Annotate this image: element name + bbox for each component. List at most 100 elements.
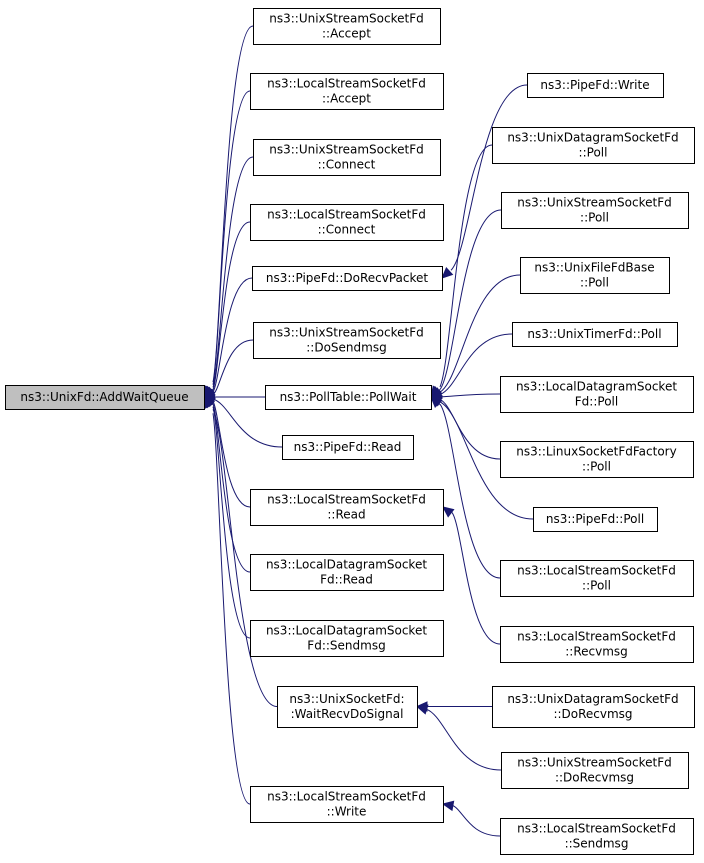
node-label: ns3::UnixStreamSocketFd (269, 326, 424, 340)
node-box (500, 626, 694, 663)
node-label: ns3::UnixStreamSocketFd (517, 756, 672, 770)
edge-ussf-connect-to-root (212, 156, 254, 388)
edge-utfd-poll-to-polltable-pollwait (439, 333, 513, 395)
node-ussf-poll[interactable]: ns3::UnixStreamSocketFd::Poll (501, 192, 689, 229)
node-utfd-poll[interactable]: ns3::UnixTimerFd::Poll (512, 322, 678, 347)
node-label: ns3::UnixTimerFd::Poll (527, 327, 661, 341)
node-label: ns3::PipeFd::Poll (546, 512, 644, 526)
node-label: ns3::PipeFd::DoRecvPacket (266, 271, 429, 285)
node-label: ::DoSendmsg (306, 341, 386, 355)
edge-ldsf-sendmsg-to-root (212, 406, 251, 639)
node-lssf-connect[interactable]: ns3::LocalStreamSocketFd::Connect (250, 204, 444, 241)
node-lssf-read[interactable]: ns3::LocalStreamSocketFd::Read (250, 489, 444, 526)
node-polltable-pollwait[interactable]: ns3::PollTable::PollWait (265, 385, 432, 410)
edge-lssf-sendmsg-to-lssf-write (451, 804, 501, 837)
node-udsf-dorecvmsg[interactable]: ns3::UnixDatagramSocketFd::DoRecvmsg (492, 686, 695, 728)
node-box (527, 73, 664, 98)
node-box (253, 322, 441, 359)
node-label: ns3::UnixFileFdBase (534, 261, 654, 275)
node-label: Fd::Sendmsg (307, 639, 385, 653)
node-label: ns3::UnixSocketFd: (289, 692, 404, 706)
node-label: ::Write (327, 805, 367, 819)
edge-ldsf-poll-to-polltable-pollwait (439, 393, 501, 398)
node-pipe-write[interactable]: ns3::PipeFd::Write (527, 73, 664, 98)
node-label: ns3::PollTable::PollWait (280, 390, 417, 404)
node-label: ns3::LocalStreamSocketFd (517, 822, 676, 836)
node-box (250, 73, 444, 110)
node-label: ::Recvmsg (565, 645, 628, 659)
node-ussf-dosendmsg[interactable]: ns3::UnixStreamSocketFd::DoSendmsg (253, 322, 441, 359)
node-box (500, 818, 694, 855)
node-box (250, 554, 444, 591)
edge-lssf-recvmsg-to-lssf-read (451, 512, 501, 645)
node-box (492, 127, 695, 164)
node-box (253, 8, 441, 45)
node-label: ns3::LocalDatagramSocket (516, 380, 677, 394)
node-ussf-accept[interactable]: ns3::UnixStreamSocketFd::Accept (253, 8, 441, 45)
node-label: ns3::LocalStreamSocketFd (267, 77, 426, 91)
node-label: ns3::LocalDatagramSocket (266, 558, 427, 572)
node-label: ::Sendmsg (565, 837, 629, 851)
arrowhead (415, 704, 429, 715)
node-lssf-write[interactable]: ns3::LocalStreamSocketFd::Write (250, 786, 444, 823)
node-box (250, 204, 444, 241)
node-label: ns3::UnixStreamSocketFd (517, 196, 672, 210)
node-label: ns3::UnixDatagramSocketFd (507, 692, 678, 706)
node-label: ::Poll (580, 211, 609, 225)
edge-ussf-poll-to-polltable-pollwait (439, 209, 502, 390)
node-box (282, 435, 414, 460)
node-box (520, 257, 670, 294)
node-box (501, 752, 689, 789)
node-pipe-dorecv[interactable]: ns3::PipeFd::DoRecvPacket (252, 266, 443, 291)
node-box (265, 385, 432, 410)
node-label: ns3::LinuxSocketFdFactory (516, 445, 676, 459)
edge-lssf-poll-to-polltable-pollwait (439, 403, 501, 579)
edge-udsf-poll-to-polltable-pollwait (439, 144, 493, 388)
node-box (250, 620, 444, 657)
node-label: ::Read (327, 508, 365, 522)
node-lssf-sendmsg[interactable]: ns3::LocalStreamSocketFd::Sendmsg (500, 818, 694, 855)
node-ussf-connect[interactable]: ns3::UnixStreamSocketFd::Connect (253, 139, 441, 176)
node-label: :WaitRecvDoSignal (291, 707, 404, 721)
node-udsf-poll[interactable]: ns3::UnixDatagramSocketFd::Poll (492, 127, 695, 164)
node-label: ::DoRecvmsg (555, 771, 634, 785)
node-label: Fd::Read (320, 573, 373, 587)
node-box (277, 686, 418, 728)
edge-lssf-read-to-root (212, 401, 251, 508)
edge-pipe-poll-to-polltable-pollwait (439, 401, 534, 520)
node-lssf-recvmsg[interactable]: ns3::LocalStreamSocketFd::Recvmsg (500, 626, 694, 663)
node-box (253, 139, 441, 176)
edge-lsff-poll-to-polltable-pollwait (439, 399, 501, 460)
edge-lssf-write-to-root (212, 413, 251, 805)
node-lsff-poll[interactable]: ns3::LinuxSocketFdFactory::Poll (500, 441, 694, 478)
node-box (500, 441, 694, 478)
edges-layer (202, 25, 534, 837)
node-label: Fd::Poll (575, 395, 618, 409)
node-lssf-accept[interactable]: ns3::LocalStreamSocketFd::Accept (250, 73, 444, 110)
node-label: ns3::UnixFd::AddWaitQueue (20, 390, 188, 404)
node-label: ns3::UnixDatagramSocketFd (507, 131, 678, 145)
arrowhead (441, 267, 454, 279)
edge-lssf-accept-to-root (212, 90, 251, 385)
node-uffb-poll[interactable]: ns3::UnixFileFdBase::Poll (520, 257, 670, 294)
edge-pipe-write-to-pipe-dorecv (450, 84, 528, 271)
edge-ussf-dosendmsg-to-root (212, 339, 254, 396)
node-label: ns3::LocalStreamSocketFd (267, 208, 426, 222)
node-lssf-poll[interactable]: ns3::LocalStreamSocketFd::Poll (500, 560, 694, 597)
node-ussf-dorecvmsg[interactable]: ns3::UnixStreamSocketFd::DoRecvmsg (501, 752, 689, 789)
node-usf-waitrecv[interactable]: ns3::UnixSocketFd::WaitRecvDoSignal (277, 686, 418, 728)
node-label: ns3::UnixStreamSocketFd (269, 143, 424, 157)
node-root[interactable]: ns3::UnixFd::AddWaitQueue (5, 385, 205, 410)
edge-usf-waitrecv-to-root (212, 409, 278, 707)
node-box (533, 507, 658, 532)
node-box (250, 489, 444, 526)
edge-ussf-accept-to-root (212, 25, 254, 383)
node-label: ns3::PipeFd::Write (540, 78, 649, 92)
node-label: ns3::LocalDatagramSocket (266, 624, 427, 638)
node-pipe-read[interactable]: ns3::PipeFd::Read (282, 435, 414, 460)
edge-lssf-connect-to-root (212, 221, 251, 391)
node-pipe-poll[interactable]: ns3::PipeFd::Poll (533, 507, 658, 532)
